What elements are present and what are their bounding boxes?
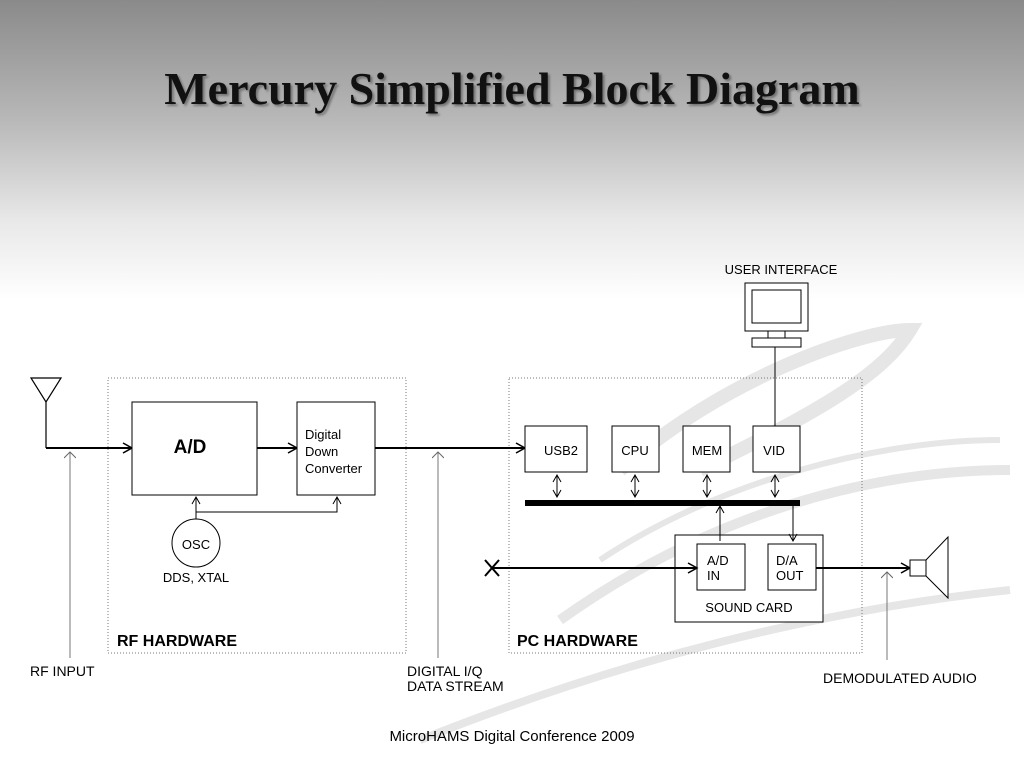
- cpu-box: [611, 425, 660, 473]
- pc-bus: [525, 500, 800, 506]
- background-swoosh: [418, 322, 1011, 744]
- vid-label: VID: [763, 443, 785, 458]
- ad-in-box: [696, 543, 746, 591]
- user-interface-label: USER INTERFACE: [725, 262, 838, 277]
- slide-title: Mercury Simplified Block Diagram: [164, 63, 860, 114]
- da-out-label-2: OUT: [776, 568, 804, 583]
- monitor-icon: [744, 282, 809, 348]
- vid-box: [752, 425, 801, 473]
- usb2-label: USB2: [544, 443, 578, 458]
- osc-label: OSC: [182, 537, 210, 552]
- ddc-label-2: Down: [305, 444, 338, 459]
- slide-footer: MicroHAMS Digital Conference 2009: [389, 728, 635, 745]
- osc-note: DDS, XTAL: [163, 570, 229, 585]
- ad-in-label-2: IN: [707, 568, 720, 583]
- sound-card-label: SOUND CARD: [705, 600, 792, 615]
- speaker-icon: [909, 535, 949, 600]
- ddc-label-3: Converter: [305, 461, 363, 476]
- usb2-box: [524, 425, 588, 473]
- da-out-label-1: D/A: [776, 553, 798, 568]
- mem-box: [682, 425, 731, 473]
- cpu-label: CPU: [621, 443, 648, 458]
- rf-input-label: RF INPUT: [30, 663, 95, 679]
- rf-hardware-frame: [107, 377, 407, 654]
- pc-hardware-frame: [508, 377, 863, 654]
- ddc-box: [296, 401, 376, 496]
- osc-to-ddc-line: [196, 495, 342, 513]
- antenna-icon: [29, 377, 63, 448]
- ad-converter-box: [131, 401, 258, 496]
- ddc-label-1: Digital: [305, 427, 341, 442]
- digital-iq-label-2: DATA STREAM: [407, 678, 504, 694]
- ad-converter-label: A/D: [174, 437, 207, 458]
- rf-hardware-label: RF HARDWARE: [117, 633, 237, 650]
- pc-hardware-label: PC HARDWARE: [517, 633, 638, 650]
- mem-label: MEM: [692, 443, 722, 458]
- ad-in-label-1: A/D: [707, 553, 729, 568]
- da-out-box: [767, 543, 817, 591]
- digital-iq-label-1: DIGITAL I/Q: [407, 663, 483, 679]
- demod-audio-label: DEMODULATED AUDIO: [823, 670, 977, 686]
